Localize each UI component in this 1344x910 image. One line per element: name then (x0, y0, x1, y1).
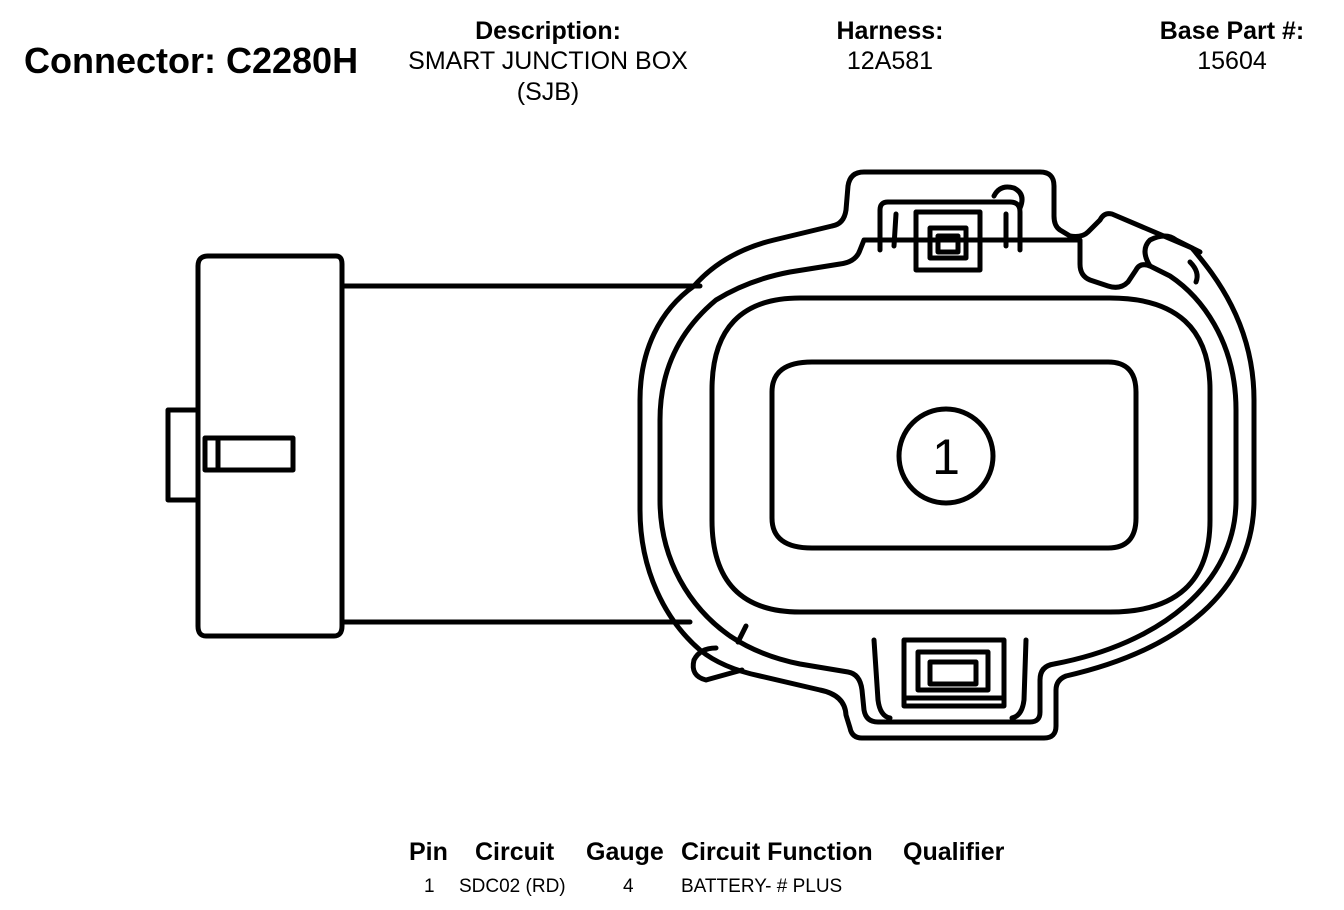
base-part-column: Base Part #: 15604 (1130, 16, 1334, 77)
pin-number-label: 1 (932, 429, 960, 485)
row-pin: 1 (424, 876, 435, 897)
pin-cavity-1 (896, 406, 996, 506)
connector-body (339, 283, 703, 625)
harness-label: Harness: (836, 17, 944, 45)
description-label: Description: (475, 17, 621, 45)
description-value-line2: (SJB) (516, 78, 580, 106)
description-column: Description: SMART JUNCTION BOX (SJB) (378, 16, 718, 108)
connector-end-cap (165, 253, 345, 639)
description-value-line1: SMART JUNCTION BOX (408, 47, 688, 75)
row-gauge: 4 (623, 876, 634, 897)
base-part-value: 15604 (1197, 47, 1267, 75)
harness-column: Harness: 12A581 (790, 16, 990, 77)
locking-clips (690, 233, 1203, 683)
row-function: BATTERY- # PLUS (681, 876, 843, 897)
pin-table-header-qualifier: Qualifier (903, 838, 1005, 866)
connector-face (709, 295, 1213, 615)
connector-title: Connector: C2280H (24, 40, 359, 81)
connector-housing (637, 169, 1257, 741)
harness-value: 12A581 (846, 47, 934, 75)
pin-table-header-circuit: Circuit (475, 838, 555, 866)
base-part-label: Base Part #: (1159, 17, 1305, 45)
row-circuit: SDC02 (RD) (459, 876, 566, 897)
pin-table-header-pin: Pin (409, 838, 448, 866)
pin-table-header-gauge: Gauge (586, 838, 664, 866)
top-latch (877, 184, 1025, 273)
pin-table-header-function: Circuit Function (681, 838, 873, 866)
bottom-latch (871, 637, 1029, 721)
